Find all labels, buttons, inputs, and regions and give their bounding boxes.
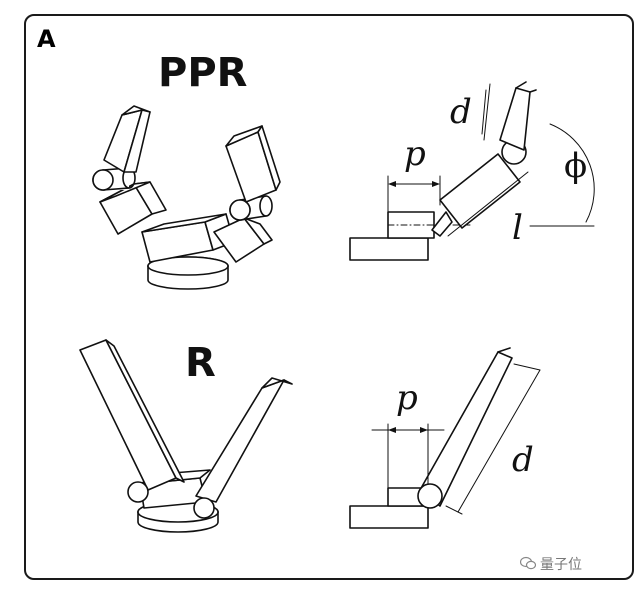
r-schematic — [349, 347, 541, 529]
ppr-l-label: l — [512, 208, 523, 248]
ppr-d-label: d — [450, 92, 472, 132]
ppr-3d-gripper — [92, 105, 281, 290]
wechat-logo-icon — [520, 556, 536, 570]
watermark-text: 量子位 — [540, 557, 582, 573]
ppr-title: PPR — [158, 50, 248, 96]
figure-panel — [24, 14, 634, 580]
ppr-p-label: p — [404, 134, 426, 174]
panel-letter: A — [37, 25, 56, 53]
r-title: R — [185, 340, 216, 386]
ppr-phi-label: ϕ — [564, 146, 588, 186]
r-p-label: p — [396, 378, 418, 418]
ppr-schematic — [349, 81, 595, 261]
r-d-label: d — [512, 440, 534, 480]
r-3d-gripper — [79, 339, 293, 533]
